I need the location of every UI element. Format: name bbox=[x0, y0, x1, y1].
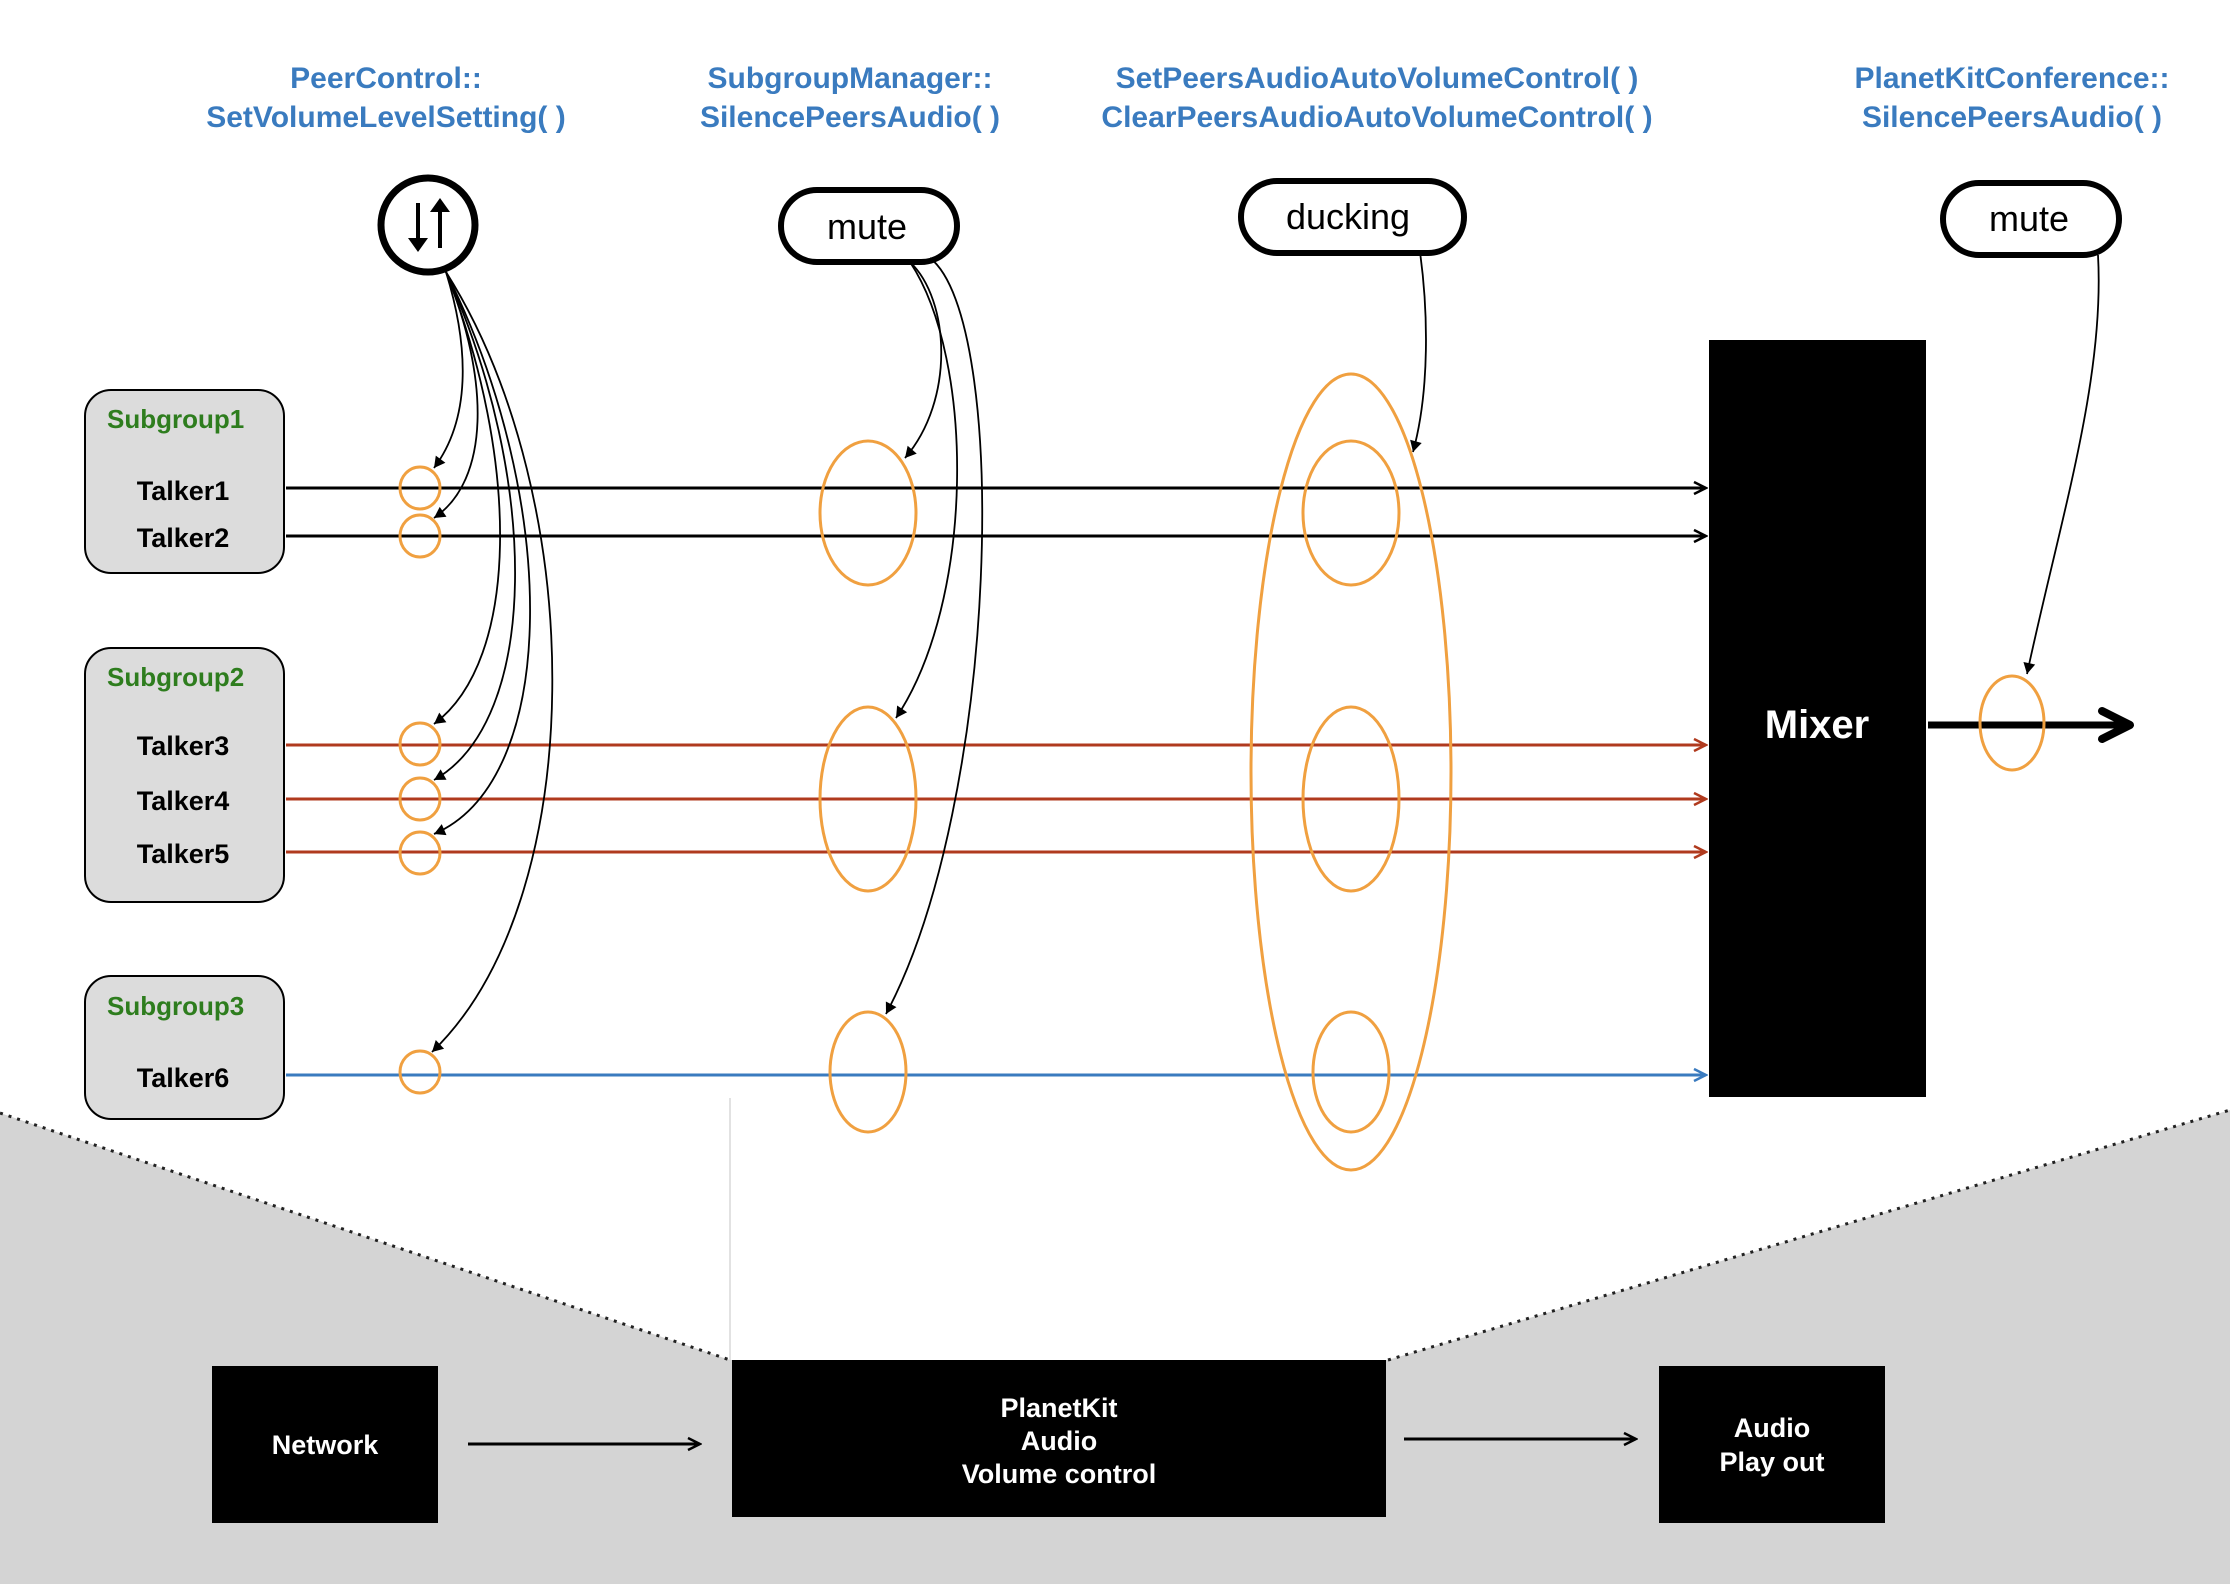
volume-control-arrows bbox=[431, 271, 554, 1053]
ducking-markers bbox=[1249, 372, 1453, 1172]
svg-text:Network: Network bbox=[272, 1430, 380, 1460]
svg-text:Mixer: Mixer bbox=[1765, 703, 1870, 747]
planetkit-block: PlanetKit Audio Volume control bbox=[732, 1360, 1386, 1517]
ducking-arrow bbox=[1410, 251, 1427, 453]
svg-text:PlanetKit: PlanetKit bbox=[1000, 1393, 1117, 1423]
mute-conference-pill: mute bbox=[1940, 180, 2122, 258]
subgroup3-box: Subgroup3 Talker6 bbox=[84, 975, 285, 1120]
up-down-arrows-icon bbox=[377, 174, 479, 276]
subgroup2-box: Subgroup2 Talker3 Talker4 Talker5 bbox=[84, 647, 285, 903]
svg-text:PeerControl::: PeerControl:: bbox=[290, 62, 482, 95]
mixer-block: Mixer bbox=[1709, 340, 1926, 1097]
svg-text:Subgroup2: Subgroup2 bbox=[107, 662, 244, 692]
subgroup3-mute-marker bbox=[828, 1010, 908, 1134]
svg-text:mute: mute bbox=[827, 206, 907, 247]
svg-text:Play out: Play out bbox=[1719, 1447, 1824, 1477]
talker3-volume-marker bbox=[398, 721, 442, 767]
svg-text:Audio: Audio bbox=[1021, 1426, 1097, 1456]
audio-playout-block: Audio Play out bbox=[1659, 1366, 1885, 1523]
talker4-label: Talker4 bbox=[137, 786, 230, 816]
ducking-subgroup2-marker bbox=[1301, 705, 1401, 893]
network-block: Network bbox=[212, 1366, 438, 1523]
subgroup1-box: Subgroup1 Talker1 Talker2 bbox=[84, 389, 285, 574]
svg-text:Subgroup1: Subgroup1 bbox=[107, 404, 244, 434]
svg-text:SetPeersAudioAutoVolumeControl: SetPeersAudioAutoVolumeControl( ) bbox=[1116, 62, 1639, 95]
talker4-volume-marker bbox=[398, 776, 442, 822]
conference-mute-marker bbox=[1978, 674, 2046, 772]
api-subgroupmanager-title: SubgroupManager:: SilencePeersAudio( ) bbox=[700, 62, 1000, 134]
ducking-pill: ducking bbox=[1238, 178, 1467, 256]
subgroup-mute-markers bbox=[818, 439, 918, 1134]
svg-text:Subgroup3: Subgroup3 bbox=[107, 991, 244, 1021]
svg-text:ClearPeersAudioAutoVolumeContr: ClearPeersAudioAutoVolumeControl( ) bbox=[1101, 101, 1652, 134]
talker5-label: Talker5 bbox=[137, 839, 230, 869]
conference-mute-arrow bbox=[2023, 254, 2100, 675]
talker6-volume-marker bbox=[398, 1049, 442, 1095]
svg-text:ducking: ducking bbox=[1286, 196, 1410, 237]
svg-text:SilencePeersAudio( ): SilencePeersAudio( ) bbox=[700, 101, 1000, 134]
subgroup2-mute-marker bbox=[818, 705, 918, 893]
talker2-volume-marker bbox=[398, 513, 442, 559]
svg-text:PlanetKitConference::: PlanetKitConference:: bbox=[1854, 62, 2169, 95]
svg-text:Volume control: Volume control bbox=[962, 1459, 1157, 1489]
talker6-label: Talker6 bbox=[137, 1063, 230, 1093]
ducking-subgroup3-marker bbox=[1311, 1010, 1391, 1134]
svg-text:Audio: Audio bbox=[1734, 1413, 1810, 1443]
svg-text:SetVolumeLevelSetting( ): SetVolumeLevelSetting( ) bbox=[206, 101, 566, 134]
svg-text:mute: mute bbox=[1989, 198, 2069, 239]
talker5-volume-marker bbox=[398, 830, 442, 876]
svg-text:SilencePeersAudio( ): SilencePeersAudio( ) bbox=[1862, 101, 2162, 134]
api-conference-title: PlanetKitConference:: SilencePeersAudio(… bbox=[1854, 62, 2169, 134]
talker3-label: Talker3 bbox=[137, 731, 230, 761]
api-autovolume-title: SetPeersAudioAutoVolumeControl( ) ClearP… bbox=[1101, 62, 1652, 134]
zoom-edge-right bbox=[1387, 1108, 2230, 1362]
svg-text:SubgroupManager::: SubgroupManager:: bbox=[708, 62, 993, 95]
subgroup-mute-arrows bbox=[885, 257, 983, 1015]
talker2-label: Talker2 bbox=[137, 523, 230, 553]
ducking-outer-marker bbox=[1249, 372, 1453, 1172]
per-talker-markers bbox=[398, 465, 442, 1095]
api-peercontrol-title: PeerControl:: SetVolumeLevelSetting( ) bbox=[206, 62, 566, 134]
subgroup1-mute-marker bbox=[818, 439, 918, 587]
zoom-edge-left bbox=[0, 1111, 731, 1362]
talker1-label: Talker1 bbox=[137, 476, 230, 506]
ducking-subgroup1-marker bbox=[1301, 439, 1401, 587]
mute-subgroup-pill: mute bbox=[778, 187, 960, 265]
talker1-volume-marker bbox=[398, 465, 442, 511]
